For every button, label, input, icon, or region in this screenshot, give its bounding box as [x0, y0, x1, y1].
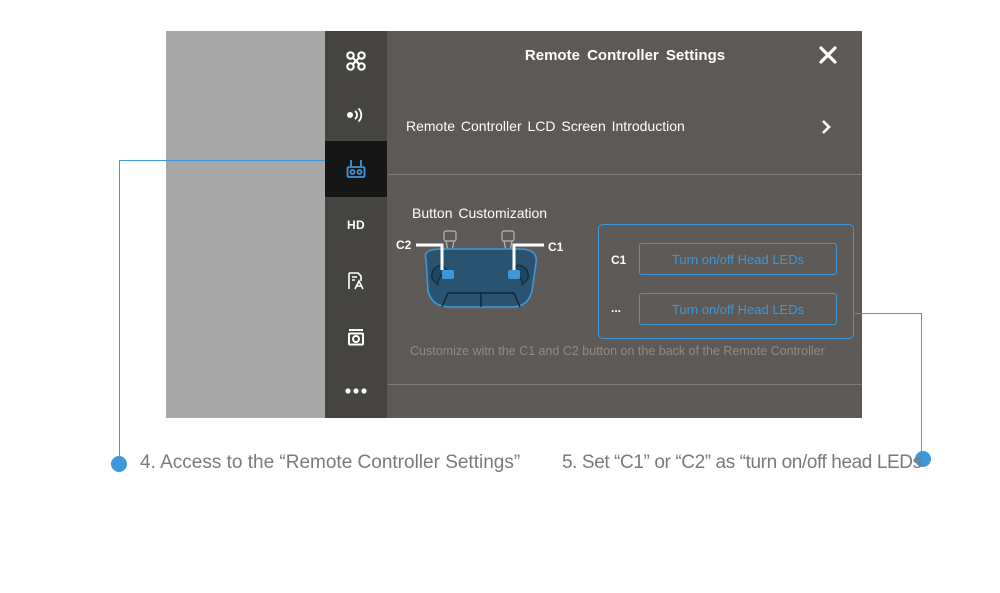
c1-leader-line	[512, 243, 544, 270]
c2-led-toggle-button[interactable]: Turn on/off Head LEDs	[639, 293, 837, 325]
remote-controller-icon	[346, 160, 366, 178]
left-empty-pane	[166, 31, 325, 418]
signal-icon	[347, 107, 363, 123]
c1-callout-label: C1	[548, 240, 564, 254]
sidebar-item-remote-controller[interactable]	[325, 141, 387, 197]
divider	[388, 384, 862, 385]
step5-caption: 5. Set “C1” or “C2” as “turn on/off head…	[562, 452, 922, 473]
button-assignment-box: C1 Turn on/off Head LEDs ... Turn on/off…	[598, 224, 854, 339]
step4-caption: 4. Access to the “Remote Controller Sett…	[140, 452, 521, 473]
c2-leader-line	[416, 243, 444, 270]
c2-button-marker	[442, 270, 454, 279]
c2-callout-label: C2	[396, 238, 412, 252]
connector-line-step4-horizontal	[119, 160, 325, 161]
panel-title: Remote Controller Settings	[524, 47, 726, 64]
customization-hint: Customize witn the C1 and C2 button on t…	[410, 344, 825, 358]
close-button[interactable]	[816, 43, 840, 67]
c1-button-marker	[508, 270, 520, 279]
divider	[388, 174, 862, 175]
hd-icon: HD	[347, 218, 365, 232]
row-key-c2: ...	[611, 301, 622, 315]
close-icon	[819, 46, 837, 64]
camera-icon	[348, 329, 364, 346]
sidebar-item-hd[interactable]: HD	[325, 197, 387, 253]
row-key-c1: C1	[611, 253, 627, 267]
more-icon	[345, 388, 367, 394]
controller-diagram	[416, 230, 544, 308]
connector-line-step4-vertical	[119, 160, 120, 456]
controller-antennas	[443, 230, 515, 252]
settings-panel: Remote Controller Settings Remote Contro…	[388, 31, 862, 418]
chevron-right-icon	[822, 120, 831, 134]
lcd-screen-introduction-row[interactable]: Remote Controller LCD Screen Introductio…	[388, 106, 862, 150]
connector-line-step5-vertical	[921, 313, 922, 452]
aircraft-icon	[346, 51, 366, 71]
sidebar-item-signal[interactable]	[325, 87, 387, 143]
section-title: Button Customization	[412, 205, 548, 221]
map-flag-icon	[348, 272, 364, 290]
settings-sidebar: HD	[325, 31, 388, 418]
sidebar-item-camera[interactable]	[325, 309, 387, 365]
sidebar-item-aircraft[interactable]	[325, 33, 387, 89]
connector-line-step5-horizontal	[855, 313, 922, 314]
step4-marker-dot	[111, 456, 127, 472]
sidebar-item-map[interactable]	[325, 253, 387, 309]
sidebar-item-more[interactable]	[325, 363, 387, 419]
lcd-row-label: Remote Controller LCD Screen Introductio…	[406, 118, 685, 134]
c1-led-toggle-button[interactable]: Turn on/off Head LEDs	[639, 243, 837, 275]
step5-marker-dot	[915, 451, 931, 467]
